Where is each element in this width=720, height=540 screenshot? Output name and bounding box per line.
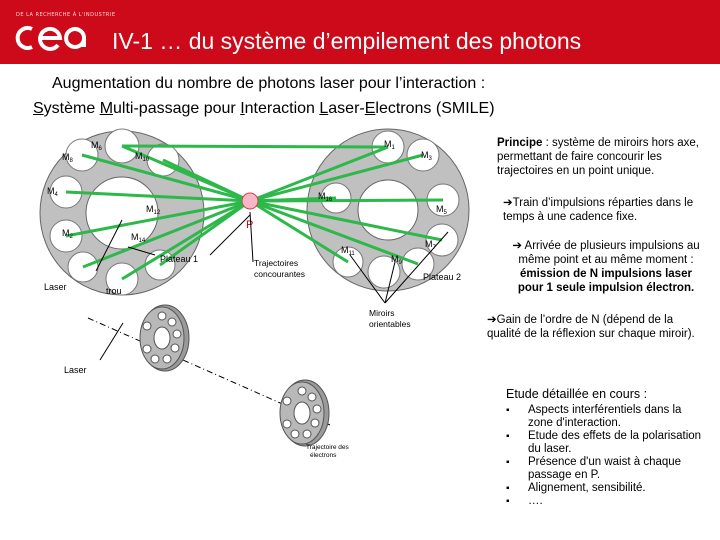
mirror-label-m1: M1 bbox=[384, 139, 396, 151]
principe-paragraph: Principe : système de miroirs hors axe, … bbox=[497, 136, 712, 178]
list-item: ▪ Présence d'un waist à chaque passage en… bbox=[506, 456, 706, 482]
mirror-label-m3: M3 bbox=[421, 150, 433, 162]
list-item: ▪ …. bbox=[506, 495, 706, 508]
arrow-icon: ➔ bbox=[487, 314, 497, 326]
laser-3d-label: Laser bbox=[64, 365, 87, 375]
trajectoires-label-2: concourantes bbox=[254, 269, 305, 279]
plateau-2 bbox=[306, 128, 470, 292]
list-item-text: Etude des effets de la polarisation du l… bbox=[528, 430, 702, 455]
mirror-labels: M6 M8 M10 M4 M12 M2 M14 M1 M3 M16 M5 M7 … bbox=[47, 139, 448, 266]
mirror-label-m4: M4 bbox=[47, 186, 59, 198]
list-item: ▪ Aspects interférentiels dans la zone d'… bbox=[506, 404, 706, 430]
trajectoire-electrons-label-2: électrons bbox=[310, 452, 337, 459]
miroirs-label-1: Miroirs bbox=[369, 308, 395, 318]
laser-beams bbox=[65, 144, 444, 281]
mirror-label-m9: M9 bbox=[391, 254, 403, 266]
list-item: ▪ Etude des effets de la polarisation du … bbox=[506, 430, 706, 456]
list-item-text: …. bbox=[528, 495, 543, 507]
subtitle-text: aser- bbox=[328, 100, 365, 117]
laser-label: Laser bbox=[44, 282, 67, 292]
mirror-label-m5: M5 bbox=[436, 204, 448, 216]
mirror-label-m2: M2 bbox=[62, 228, 74, 240]
train-text: Train d’impulsions réparties dans le tem… bbox=[503, 197, 694, 223]
etude-list: ▪ Aspects interférentiels dans la zone d'… bbox=[506, 404, 706, 508]
mirror-label-m14: M14 bbox=[131, 232, 146, 244]
plateau-2-label: Plateau 2 bbox=[423, 272, 461, 282]
train-paragraph: ➔Train d’impulsions réparties dans le te… bbox=[503, 196, 703, 224]
acronym-letter-s: S bbox=[33, 100, 44, 117]
subtitle-text: ulti-passage pour bbox=[113, 100, 241, 117]
subtitle-text: nteraction bbox=[244, 100, 320, 117]
subtitle-line-1: Augmentation du nombre de photons laser … bbox=[52, 75, 486, 92]
gain-paragraph: ➔Gain de l’ordre de N (dépend de la qual… bbox=[487, 313, 707, 341]
trou-label: trou bbox=[106, 286, 122, 296]
list-item-text: Alignement, sensibilité. bbox=[528, 482, 646, 494]
mirror-label-m8: M8 bbox=[62, 152, 74, 164]
subtitle-line-2: Système Multi-passage pour Interaction L… bbox=[33, 100, 495, 118]
header-bar: DE LA RECHERCHE À L'INDUSTRIE IV-1 … du … bbox=[0, 0, 720, 64]
subtitle-text: lectrons (SMILE) bbox=[375, 100, 495, 117]
arrivee-paragraph: ➔ Arrivée de plusieurs impulsions au mêm… bbox=[506, 239, 706, 295]
principe-text: : système de miroirs hors axe, permettan… bbox=[497, 137, 699, 177]
point-p-label: P bbox=[246, 219, 253, 231]
arrivee-text-1: Arrivée de plusieurs impulsions au même … bbox=[518, 240, 700, 266]
list-item: ▪ Alignement, sensibilité. bbox=[506, 482, 706, 495]
bullet-icon: ▪ bbox=[506, 431, 510, 442]
mirror-label-m11: M11 bbox=[341, 245, 355, 257]
acronym-letter-m: M bbox=[99, 100, 114, 117]
subtitle-text: ystème bbox=[43, 100, 100, 117]
plateau-3d-1 bbox=[139, 304, 190, 372]
mirror-label-m12: M12 bbox=[146, 204, 161, 216]
mirror-label-m10: M10 bbox=[135, 151, 150, 163]
acronym-letter-e: E bbox=[364, 100, 376, 117]
arrow-icon: ➔ bbox=[512, 240, 525, 252]
etude-title: Etude détaillée en cours : bbox=[506, 387, 648, 401]
mirror-label-m6: M6 bbox=[91, 140, 103, 152]
arrivee-text-2: émission de N impulsions laser pour 1 se… bbox=[517, 268, 695, 294]
trajectoires-label-1: Trajectoires bbox=[254, 258, 298, 268]
interaction-point bbox=[241, 192, 259, 210]
mirror-label-m16: M16 bbox=[318, 191, 333, 203]
slide-title: IV-1 … du système d’empilement des photo… bbox=[112, 28, 582, 54]
acronym-letter-i: I bbox=[240, 100, 245, 117]
bullet-icon: ▪ bbox=[506, 405, 510, 416]
list-item-text: Présence d'un waist à chaque passage en … bbox=[528, 456, 682, 481]
logo-tagline: DE LA RECHERCHE À L'INDUSTRIE bbox=[16, 12, 116, 18]
plateau-3d-2 bbox=[279, 379, 330, 447]
pointer-lines bbox=[95, 211, 449, 304]
bullet-icon: ▪ bbox=[506, 483, 510, 494]
cea-logo bbox=[15, 26, 86, 51]
perspective-view bbox=[87, 304, 331, 447]
miroirs-label-2: orientables bbox=[369, 319, 411, 329]
bullet-icon: ▪ bbox=[506, 496, 510, 507]
mirror-label-m7: M7 bbox=[425, 239, 437, 251]
gain-text: Gain de l’ordre de N (dépend de la quali… bbox=[487, 314, 695, 340]
principe-label: Principe bbox=[497, 137, 543, 149]
plateau-1-label: Plateau 1 bbox=[160, 254, 198, 264]
trajectoire-electrons-label-1: Trajectoire des bbox=[306, 444, 349, 451]
arrow-icon: ➔ bbox=[503, 197, 513, 209]
acronym-letter-l: L bbox=[319, 100, 329, 117]
bullet-icon: ▪ bbox=[506, 457, 510, 468]
list-item-text: Aspects interférentiels dans la zone d'i… bbox=[528, 404, 682, 429]
